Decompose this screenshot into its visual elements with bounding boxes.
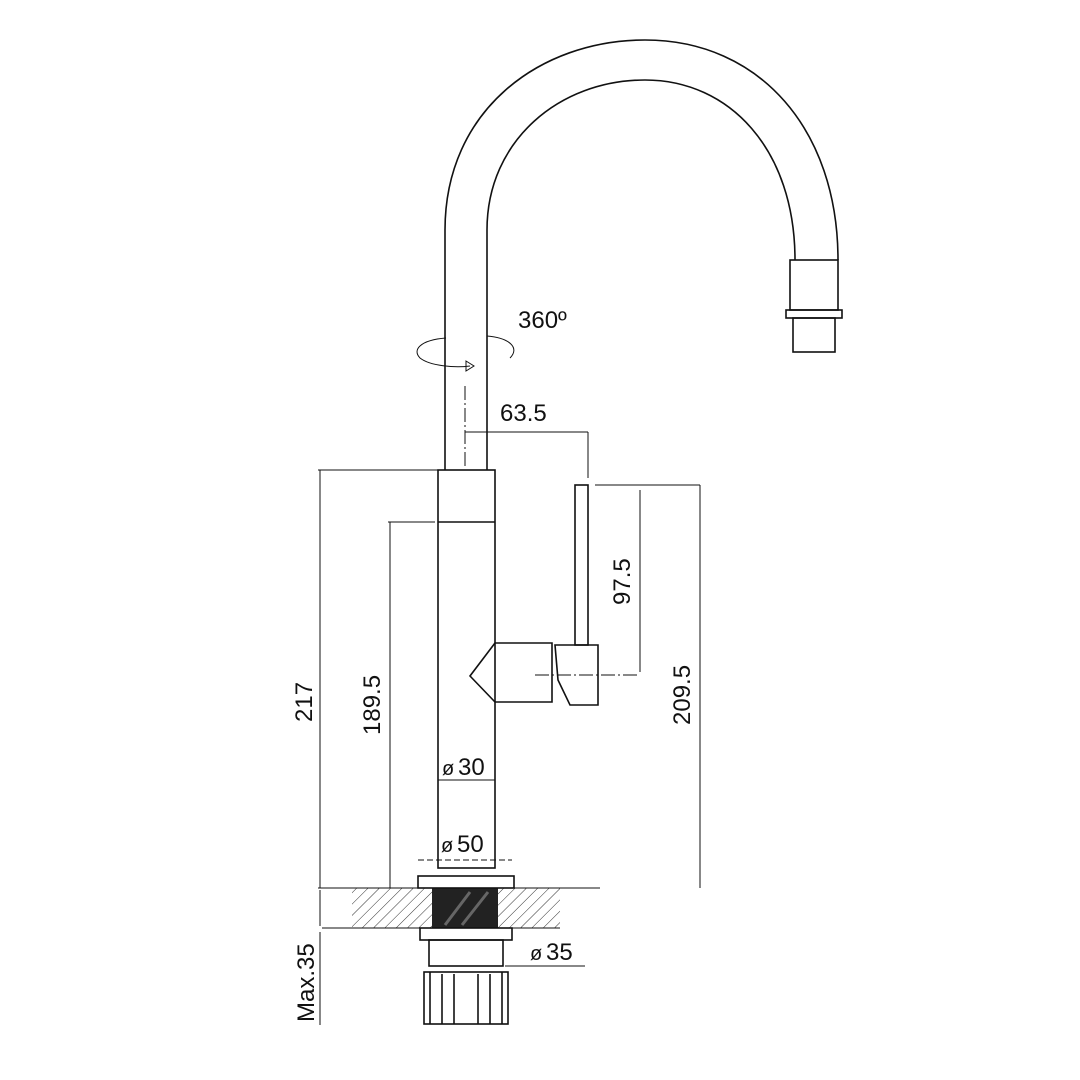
svg-text:35: 35 (546, 939, 573, 966)
rotation-label: 360º (518, 307, 567, 334)
spout (444, 39, 843, 470)
svg-text:ø: ø (442, 758, 454, 780)
dimension-base-diameter: ø 50 (418, 831, 512, 861)
svg-text:Max.35: Max.35 (293, 943, 320, 1022)
spout-nozzle (785, 259, 843, 353)
dimension-lever-height: 97.5 (595, 484, 700, 672)
dimension-lever-top-height: 209.5 (669, 485, 701, 888)
mounting-nut (419, 927, 513, 1025)
svg-text:30: 30 (458, 754, 485, 781)
svg-text:97.5: 97.5 (609, 558, 636, 605)
dimension-spout-reach: 63.5 (465, 400, 589, 478)
dimension-body-height: 189.5 (359, 521, 435, 888)
svg-text:ø: ø (441, 835, 453, 857)
dimension-body-diameter: ø 30 (438, 754, 495, 781)
countertop-section (318, 875, 600, 929)
rotation-arrow-icon (416, 335, 515, 372)
lever-handle (468, 484, 640, 706)
dimension-hole-diameter: ø 35 (432, 939, 585, 967)
dimension-total-height: 217 (291, 469, 440, 888)
svg-text:63.5: 63.5 (500, 400, 547, 427)
svg-text:189.5: 189.5 (359, 675, 386, 735)
faucet-body (437, 469, 496, 869)
svg-text:ø: ø (530, 943, 542, 965)
svg-text:217: 217 (291, 682, 318, 722)
svg-text:50: 50 (457, 831, 484, 858)
svg-text:209.5: 209.5 (669, 665, 696, 725)
dimension-max-thickness: Max.35 (293, 890, 321, 1025)
